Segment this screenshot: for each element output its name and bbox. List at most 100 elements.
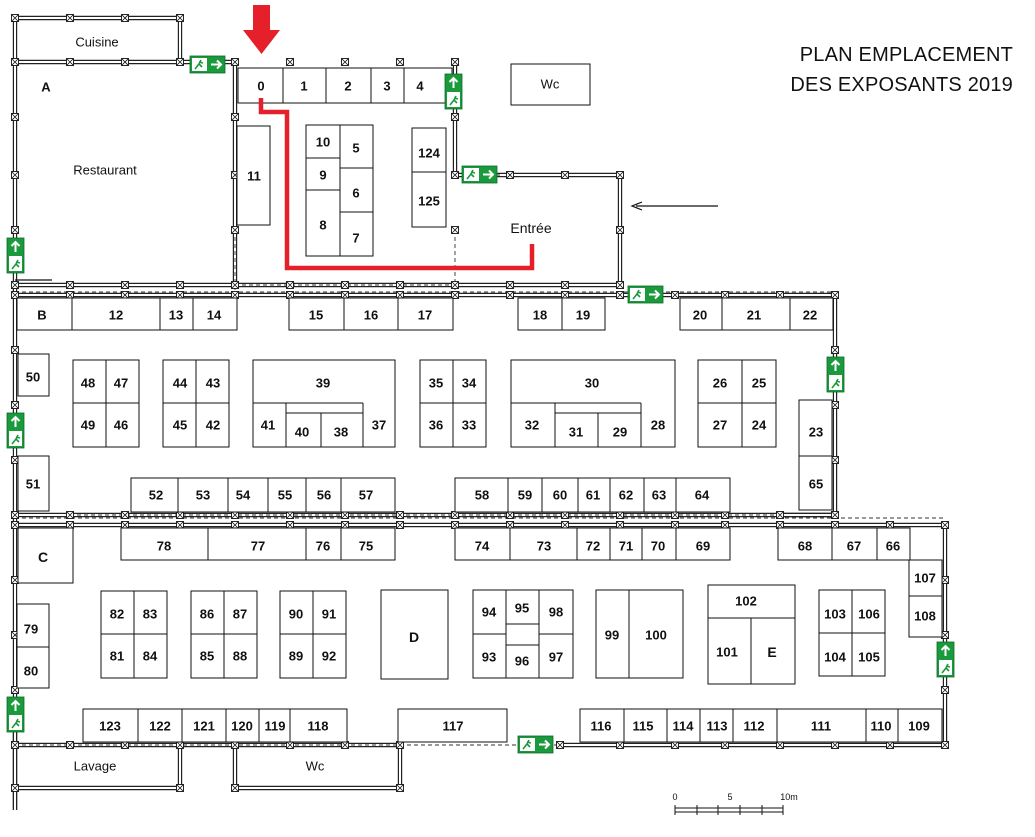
wall-post-cross [176, 58, 184, 66]
stand-17: 17 [418, 308, 432, 323]
stand-88: 88 [233, 649, 247, 664]
wall-post-cross [176, 784, 184, 792]
walls [12, 15, 948, 810]
wall-post-cross [231, 521, 239, 529]
wall-post-cross [671, 291, 679, 299]
stand-19: 19 [576, 308, 590, 323]
area-wc-top: Wc [541, 77, 560, 92]
wall-post-cross [121, 741, 129, 749]
stands-block-23-65 [798, 399, 833, 511]
stand-48: 48 [81, 376, 95, 391]
wall-post-cross [286, 58, 294, 66]
scale-label: 0 [672, 792, 677, 802]
stand-92: 92 [322, 649, 336, 664]
stand-64: 64 [695, 488, 710, 503]
wall-post-cross [341, 521, 349, 529]
wall-post-cross [176, 741, 184, 749]
stand-27: 27 [713, 418, 727, 433]
wall-post-cross [561, 291, 569, 299]
stand-34: 34 [462, 376, 477, 391]
wall-post-cross [66, 521, 74, 529]
stand-59: 59 [518, 488, 532, 503]
area-cuisine: Cuisine [75, 35, 118, 50]
wall-posts [11, 14, 949, 792]
stand-108: 108 [914, 609, 936, 624]
red-down-arrow-icon [243, 5, 280, 54]
stand-99: 99 [605, 628, 619, 643]
stand-56: 56 [317, 488, 331, 503]
stands-row-top [237, 67, 453, 104]
exit-runner-icon [831, 378, 841, 389]
wall-post-cross [121, 521, 129, 529]
wall-post-cross [451, 281, 459, 289]
wall-post-cross [506, 511, 514, 519]
dashed-lines [15, 174, 945, 746]
stand-35: 35 [429, 376, 443, 391]
wall-post-cross [341, 741, 349, 749]
wall-post-cross [561, 171, 569, 179]
wall-post-cross [231, 784, 239, 792]
wall-post-cross [451, 171, 459, 179]
stand-91: 91 [322, 607, 336, 622]
wall-post-cross [66, 741, 74, 749]
stand-37: 37 [372, 418, 386, 433]
stands-row-b-14 [16, 297, 238, 331]
stand-33: 33 [462, 418, 476, 433]
stand-109: 109 [908, 719, 930, 734]
stands-block-79-80 [16, 603, 50, 689]
wall-post-cross [11, 226, 19, 234]
wall-post-cross [176, 511, 184, 519]
wall-post-cross [396, 281, 404, 289]
wall-post-cross [616, 171, 624, 179]
exit-runner-icon [11, 718, 21, 729]
stand-89: 89 [289, 649, 303, 664]
wall-post-cross [616, 281, 624, 289]
wall-post-cross [286, 741, 294, 749]
stand-9: 9 [319, 168, 326, 183]
stand-119: 119 [265, 719, 286, 734]
stand-44: 44 [173, 376, 188, 391]
stand-100: 100 [645, 628, 667, 643]
wall-post-cross [451, 58, 459, 66]
stand-box-117 [397, 708, 508, 743]
area-b: B [37, 308, 46, 323]
stand-66: 66 [886, 539, 900, 554]
exit-arrow-icon [940, 644, 951, 656]
stand-24: 24 [752, 418, 767, 433]
wall-post-cross [11, 521, 19, 529]
wall-post-cross [231, 511, 239, 519]
exit-runner-icon [11, 259, 21, 270]
stand-63: 63 [652, 488, 666, 503]
stand-58: 58 [475, 488, 489, 503]
stand-67: 67 [847, 539, 861, 554]
wall-post-cross [231, 113, 239, 121]
wall-post-cross [176, 281, 184, 289]
wall-post-cross [776, 521, 784, 529]
wall-post-cross [231, 741, 239, 749]
exit-arrow-icon [10, 699, 21, 711]
wall-post-cross [396, 784, 404, 792]
wall-post-cross [121, 511, 129, 519]
stand-53: 53 [196, 488, 210, 503]
wall-post-cross [176, 521, 184, 529]
wall-post-cross [831, 521, 839, 529]
wall-post-cross [286, 511, 294, 519]
stand-3: 3 [383, 79, 390, 94]
stand-78: 78 [157, 539, 171, 554]
stand-98: 98 [549, 605, 563, 620]
exit-runner-icon [449, 95, 459, 106]
wall-post-cross [396, 291, 404, 299]
wall-post-cross [11, 401, 19, 409]
emergency-exit-icon [444, 73, 463, 110]
wall-post-cross [341, 511, 349, 519]
stand-1: 1 [300, 79, 307, 94]
route-line [258, 98, 535, 271]
stand-25: 25 [752, 376, 766, 391]
exit-runner-icon [11, 434, 21, 445]
stand-49: 49 [81, 418, 95, 433]
stand-30: 30 [585, 376, 599, 391]
wall-post-cross [341, 291, 349, 299]
wall-post-cross [231, 58, 239, 66]
area-wc-bottom: Wc [306, 759, 325, 774]
